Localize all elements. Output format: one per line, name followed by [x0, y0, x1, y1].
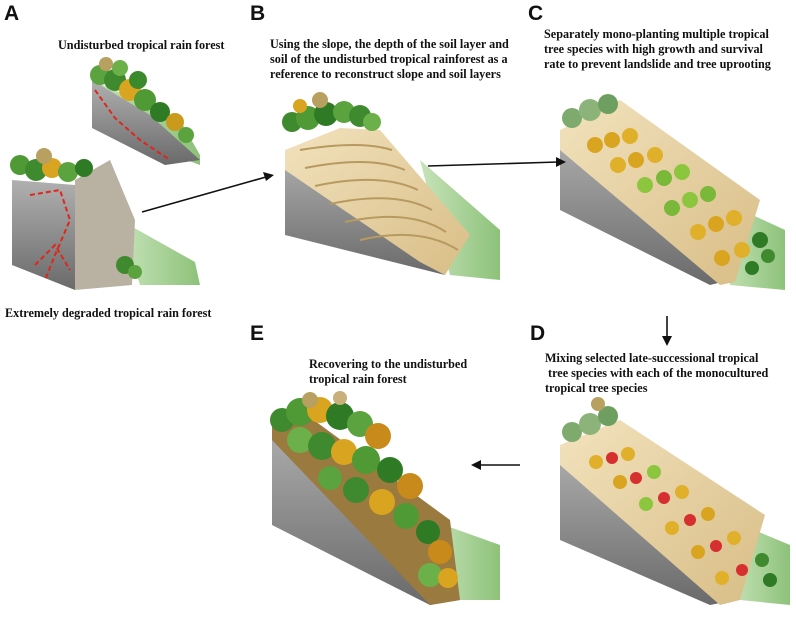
panel-c-mono-planting	[560, 94, 785, 290]
arrow-a-to-b	[141, 172, 274, 213]
panel-c-caption-line-1: Separately mono-planting multiple tropic…	[544, 27, 769, 41]
panel-e-recovered-forest	[270, 391, 500, 605]
panel-letter-c: C	[528, 2, 544, 25]
panel-d-canopy-rows	[562, 397, 777, 587]
panel-a-degraded-canopy	[10, 148, 142, 279]
panel-e-caption: Recovering to the undisturbed tropical r…	[309, 357, 467, 387]
panel-e-canopy	[270, 391, 458, 588]
panel-a-undisturbed-block	[90, 57, 200, 165]
panel-b-caption-line-1: Using the slope, the depth of the soil l…	[270, 37, 509, 51]
arrow-b-to-c	[427, 157, 566, 167]
panel-b-terraced-slope	[282, 92, 500, 280]
panel-d-caption-line-1: Mixing selected late-successional tropic…	[545, 351, 759, 365]
panel-b-top-canopy	[282, 92, 381, 132]
panel-e-caption-line-2: tropical rain forest	[309, 372, 407, 386]
arrow-d-to-e	[471, 460, 520, 470]
panel-letter-a: A	[4, 2, 20, 25]
panel-d-mixed-planting	[560, 397, 790, 605]
panel-c-caption-line-2: tree species with high growth and surviv…	[544, 42, 763, 56]
panel-b-caption: Using the slope, the depth of the soil l…	[270, 37, 509, 82]
panel-b-caption-line-2: soil of the undisturbed tropical rainfor…	[270, 52, 508, 66]
panel-c-canopy-rows	[562, 94, 775, 275]
panel-a-top-caption: Undisturbed tropical rain forest	[58, 38, 225, 52]
panel-letter-d: D	[530, 322, 546, 345]
panel-d-caption-line-3: tropical tree species	[545, 381, 648, 395]
panel-a-degraded-block	[10, 148, 200, 290]
panel-d-caption-line-2: tree species with each of the monocultur…	[545, 366, 769, 380]
panel-a-top-canopy	[90, 57, 194, 143]
arrow-c-to-d	[662, 316, 672, 346]
panel-e-caption-line-1: Recovering to the undisturbed	[309, 357, 468, 371]
panel-c-caption-line-3: rate to prevent landslide and tree uproo…	[544, 57, 771, 71]
panel-letter-b: B	[250, 2, 266, 25]
panel-letter-e: E	[250, 322, 265, 345]
panel-b-caption-line-3: reference to reconstruct slope and soil …	[270, 67, 501, 81]
panel-d-caption: Mixing selected late-successional tropic…	[545, 351, 768, 396]
panel-c-caption: Separately mono-planting multiple tropic…	[544, 27, 771, 72]
panel-a-bottom-caption: Extremely degraded tropical rain forest	[5, 306, 212, 320]
